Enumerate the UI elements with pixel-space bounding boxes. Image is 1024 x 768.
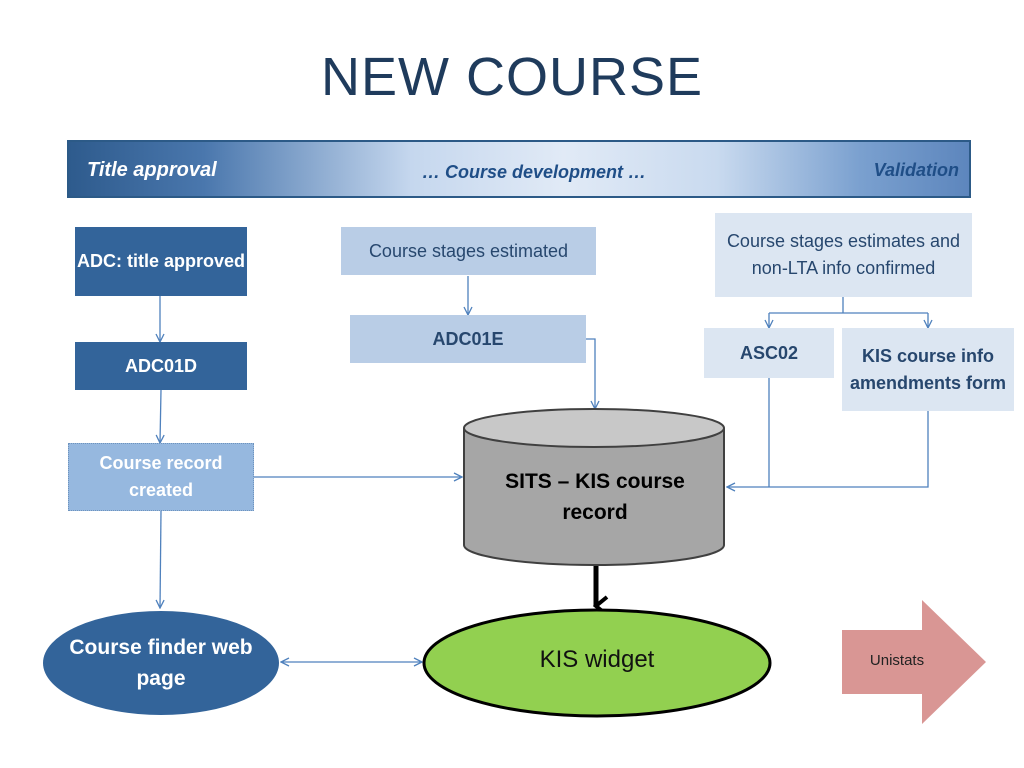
connector-adc01d-to-record [160,389,161,443]
kis-widget-label: KIS widget [539,646,655,673]
node-asc02: ASC02 [704,328,834,378]
connector-record-to-finder [160,510,161,608]
banner-title-approval: Title approval [87,159,217,181]
node-course-record-created: Course record created [68,443,254,511]
banner-course-development: … Course development … [422,162,647,182]
sits-record-label: SITS – KIS course record [505,470,685,524]
connector-adc01e-to-sits [586,338,595,409]
timeline-banner: Title approval … Course development … Va… [67,140,971,198]
banner-validation: Validation [873,160,959,180]
unistats-arrow-shape [842,600,986,724]
node-label: ADC01D [124,355,198,376]
node-stages-confirmed: Course stages estimates and non-LTA info… [715,213,972,297]
node-label: ADC01E [432,328,504,349]
course-finder-shape [43,611,279,715]
node-course-stages-estimated: Course stages estimated [341,227,596,275]
node-label: Course record created [99,453,223,500]
node-label: Course stages estimates and non-LTA info… [726,231,961,278]
node-label: Course stages estimated [368,240,569,261]
node-label: ADC: title approved [76,251,245,271]
node-adc01d: ADC01D [75,342,247,390]
unistats-label: Unistats [869,652,925,669]
node-label: ASC02 [739,342,799,363]
kis-widget-shape [422,608,772,718]
course-finder-label: Course finder web page [69,636,253,690]
connector-right-to-sits [727,411,929,487]
page-title: NEW COURSE [320,47,703,107]
sits-cylinder-shape [463,408,725,566]
node-label: KIS course info amendments form [849,345,1007,393]
node-adc01e: ADC01E [350,315,586,363]
node-adc-title-approved: ADC: title approved [75,227,247,296]
node-kis-amendments-form: KIS course info amendments form [842,328,1014,411]
